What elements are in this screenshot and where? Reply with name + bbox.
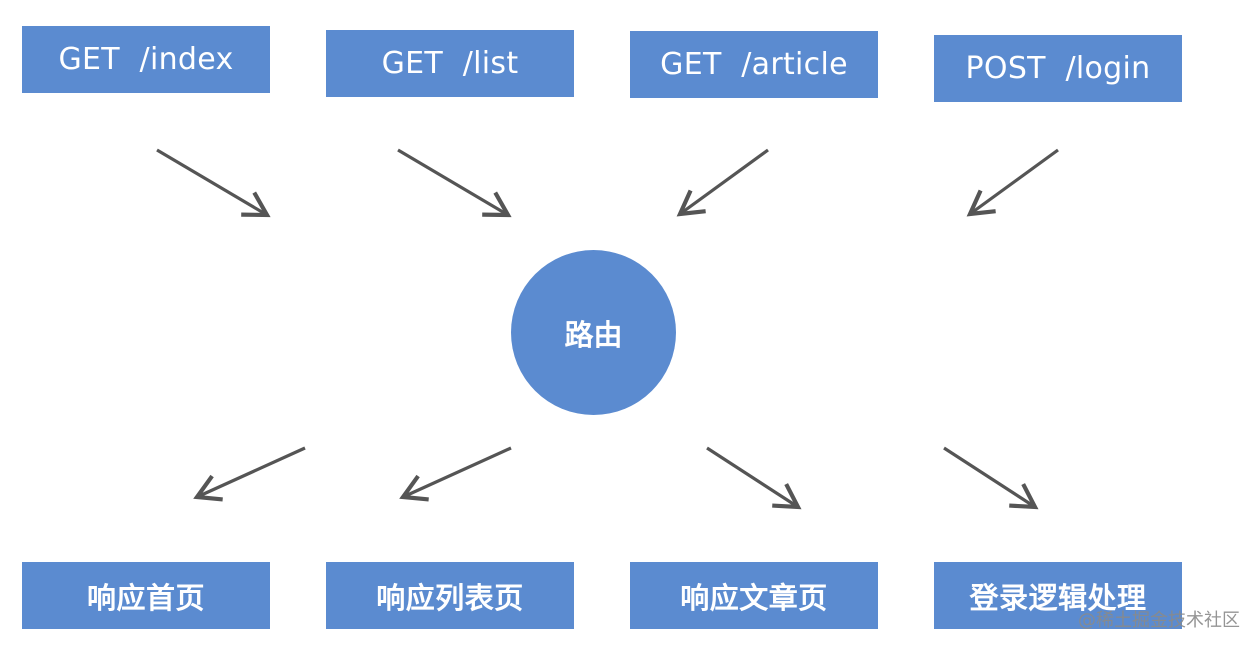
response-home-page: 响应首页 — [22, 562, 270, 629]
watermark: @稀土掘金技术社区 — [1078, 610, 1240, 631]
request-post-login: POST /login — [934, 35, 1182, 102]
response-list-page: 响应列表页 — [326, 562, 574, 629]
request-get-article: GET /article — [630, 31, 878, 98]
arrow-article-to-router — [676, 148, 769, 217]
response-login-logic: 登录逻辑处理 — [934, 562, 1182, 629]
arrow-router-to-login — [943, 446, 1039, 510]
arrow-index-to-router — [156, 148, 271, 218]
request-get-index: GET /index — [22, 26, 270, 93]
router-node: 路由 — [511, 250, 676, 415]
request-get-list: GET /list — [326, 30, 574, 97]
response-article-page: 响应文章页 — [630, 562, 878, 629]
arrow-router-to-home — [193, 446, 306, 502]
arrow-router-to-list — [399, 446, 512, 502]
arrow-list-to-router — [397, 148, 512, 218]
arrow-login-to-router — [966, 148, 1059, 217]
arrow-router-to-article — [706, 446, 802, 510]
